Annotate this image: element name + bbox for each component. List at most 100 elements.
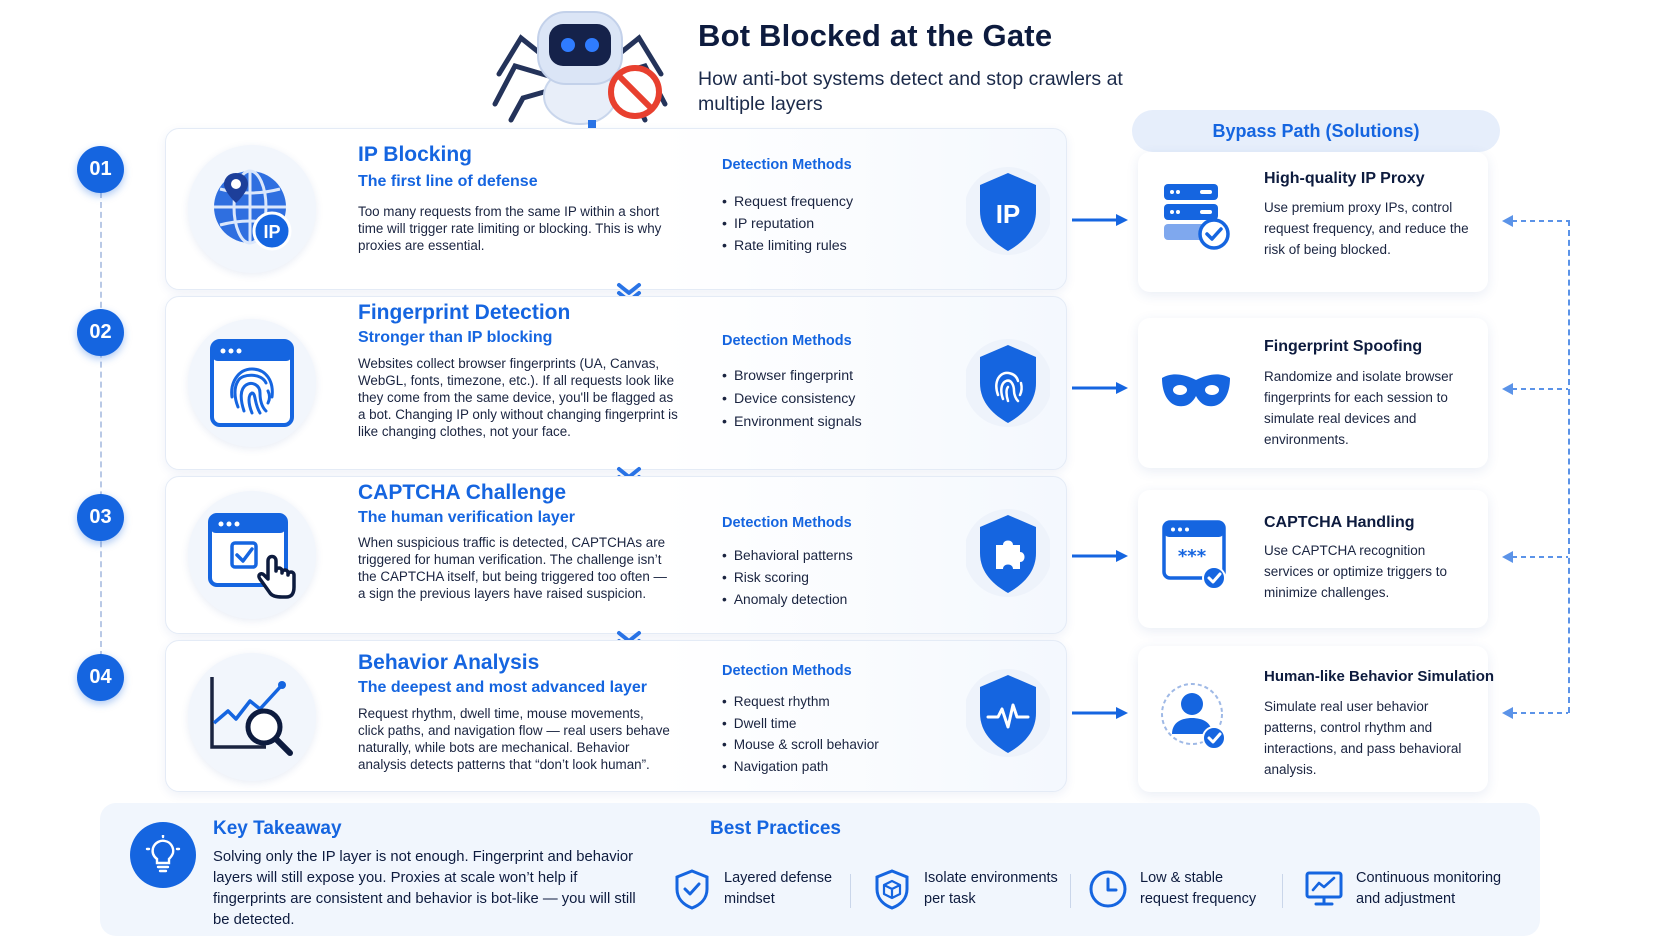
- arrow-right-icon: [1072, 214, 1128, 226]
- layer-subtitle: Stronger than IP blocking: [358, 329, 553, 346]
- pulse-shield-icon: [966, 669, 1050, 757]
- best-practice-item: Low & stable request frequency: [1088, 868, 1270, 910]
- solution-title: Fingerprint Spoofing: [1264, 338, 1423, 355]
- divider: [1282, 874, 1283, 908]
- detection-method: Navigation path: [722, 756, 879, 778]
- clock-icon: [1089, 870, 1127, 908]
- divider: [1070, 874, 1071, 908]
- detection-method: IP reputation: [722, 213, 853, 235]
- detection-methods-title: Detection Methods: [722, 333, 852, 349]
- feedback-arrow-icon: [1502, 551, 1568, 563]
- feedback-arrow-icon: [1502, 383, 1568, 395]
- feedback-arrow-icon: [1502, 215, 1568, 227]
- ip-shield-icon: IP: [966, 167, 1050, 255]
- best-practice-item: Continuous monitoring and adjustment: [1304, 868, 1516, 910]
- detection-methods-list: Request rhythm Dwell time Mouse & scroll…: [722, 691, 879, 777]
- solution-title: CAPTCHA Handling: [1264, 514, 1415, 531]
- best-practice-label: Isolate environments per task: [924, 870, 1058, 907]
- mask-icon: [1162, 374, 1230, 407]
- detection-methods-title: Detection Methods: [722, 157, 852, 173]
- key-takeaway-text: Solving only the IP layer is not enough.…: [213, 849, 636, 928]
- detection-method: Dwell time: [722, 713, 879, 735]
- detection-methods-title: Detection Methods: [722, 663, 852, 679]
- layer-icon-wrap: [188, 491, 316, 619]
- layer-title: Behavior Analysis: [358, 651, 540, 674]
- takeaway-panel: [100, 803, 1540, 936]
- server-check-icon: [1164, 184, 1230, 250]
- best-practice-item: Layered defense mindset: [672, 868, 839, 910]
- layer-description: Too many requests from the same IP withi…: [358, 204, 662, 253]
- solution-title: High-quality IP Proxy: [1264, 170, 1425, 187]
- lightbulb-icon: [130, 822, 196, 888]
- solution-card-captcha-handling: *** CAPTCHA Handling Use CAPTCHA recogni…: [1138, 490, 1488, 628]
- step-number-01: 01: [77, 146, 124, 193]
- best-practice-label: Layered defense mindset: [724, 870, 833, 907]
- detection-method: Device consistency: [722, 388, 862, 411]
- shield-check-icon: [675, 869, 709, 910]
- layer-title: Fingerprint Detection: [358, 301, 571, 324]
- detection-method: Request rhythm: [722, 691, 879, 713]
- blocked-robot-spider-icon: [492, 11, 668, 125]
- layer-description: Websites collect browser fingerprints (U…: [358, 356, 678, 439]
- step-number-03: 03: [77, 494, 124, 541]
- detection-method: Mouse & scroll behavior: [722, 734, 879, 756]
- browser-fingerprint-icon: [210, 339, 294, 427]
- solution-card-fingerprint-spoofing: Fingerprint Spoofing Randomize and isola…: [1138, 318, 1488, 468]
- detection-method: Behavioral patterns: [722, 545, 853, 567]
- user-check-icon: [1161, 683, 1226, 750]
- svg-text:***: ***: [1178, 546, 1207, 567]
- detection-methods-list: Browser fingerprint Device consistency E…: [722, 365, 862, 434]
- layer-subtitle: The first line of defense: [358, 173, 538, 190]
- monitor-chart-icon: [1305, 871, 1343, 906]
- puzzle-shield-icon: [966, 509, 1050, 597]
- key-takeaway-title: Key Takeaway: [213, 818, 342, 839]
- solution-card-behavior-simulation: Human-like Behavior Simulation Simulate …: [1138, 646, 1494, 792]
- detection-methods-list: Request frequency IP reputation Rate lim…: [722, 191, 853, 257]
- best-practice-item: Isolate environments per task: [872, 868, 1064, 910]
- best-practices-title: Best Practices: [710, 818, 841, 839]
- layer-subtitle: The deepest and most advanced layer: [358, 679, 647, 696]
- detection-method: Environment signals: [722, 411, 862, 434]
- ip-badge-label: IP: [263, 222, 280, 242]
- layer-title: IP Blocking: [358, 143, 472, 166]
- layer-title: CAPTCHA Challenge: [358, 481, 567, 504]
- detection-methods-list: Behavioral patterns Risk scoring Anomaly…: [722, 545, 853, 611]
- detection-method: Risk scoring: [722, 567, 853, 589]
- page-subtitle: How anti-bot systems detect and stop cra…: [698, 68, 1123, 115]
- layer-icon-wrap: [188, 653, 316, 781]
- arrow-right-icon: [1072, 707, 1128, 719]
- chart-magnifier-icon: [210, 677, 293, 756]
- feedback-loop-line: [1568, 220, 1570, 713]
- arrow-right-icon: [1072, 550, 1128, 562]
- layer-subtitle: The human verification layer: [358, 509, 575, 526]
- feedback-arrow-icon: [1502, 707, 1568, 719]
- layer-icon-wrap: [188, 319, 316, 447]
- shield-ip-label: IP: [996, 199, 1021, 229]
- layer-card-fingerprint: Fingerprint Detection Stronger than IP b…: [165, 296, 1067, 470]
- layer-card-captcha: CAPTCHA Challenge The human verification…: [165, 476, 1067, 634]
- page-title: Bot Blocked at the Gate: [698, 18, 1053, 53]
- detection-methods-title: Detection Methods: [722, 515, 852, 531]
- step-number-04: 04: [77, 654, 124, 701]
- fingerprint-shield-icon: [966, 339, 1050, 427]
- captcha-check-icon: ***: [1162, 520, 1226, 590]
- timeline-line: [100, 172, 102, 677]
- best-practice-label: Low & stable request frequency: [1140, 870, 1257, 907]
- solution-card-ip-proxy: High-quality IP Proxy Use premium proxy …: [1138, 152, 1488, 292]
- divider: [850, 874, 851, 908]
- layer-description: Request rhythm, dwell time, mouse moveme…: [358, 706, 670, 772]
- detection-method: Anomaly detection: [722, 589, 853, 611]
- layer-icon-wrap: IP: [188, 145, 316, 273]
- globe-ip-icon: IP: [214, 169, 292, 251]
- step-number-02: 02: [77, 309, 124, 356]
- solution-description: Use CAPTCHA recognition services or opti…: [1264, 543, 1448, 600]
- solution-description: Simulate real user behavior patterns, co…: [1264, 699, 1462, 777]
- captcha-click-icon: [208, 513, 296, 599]
- detection-method: Rate limiting rules: [722, 235, 853, 257]
- layer-description: When suspicious traffic is detected, CAP…: [358, 535, 667, 601]
- solution-description: Randomize and isolate browser fingerprin…: [1264, 369, 1454, 447]
- detection-method: Request frequency: [722, 191, 853, 213]
- layer-card-behavior: Behavior Analysis The deepest and most a…: [165, 640, 1067, 792]
- bypass-path-header: Bypass Path (Solutions): [1132, 110, 1500, 152]
- arrow-right-icon: [1072, 382, 1128, 394]
